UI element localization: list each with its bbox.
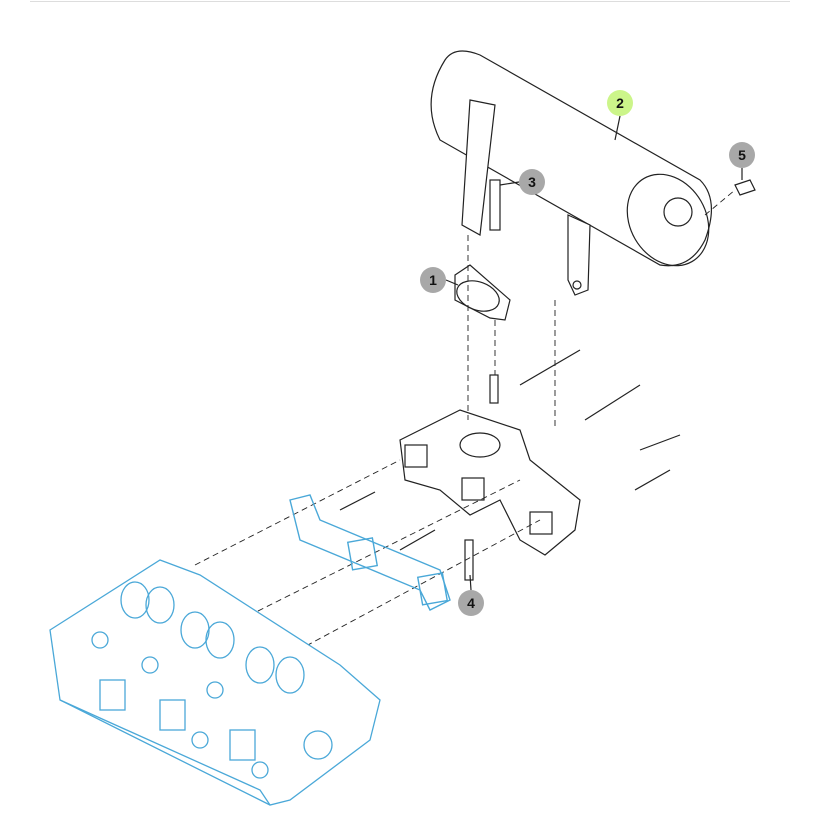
manifold-gasket[interactable] <box>289 494 451 611</box>
exhaust-manifold[interactable] <box>399 409 581 556</box>
studs[interactable] <box>339 349 681 581</box>
callout-1[interactable]: 1 <box>420 267 446 293</box>
callout-3[interactable]: 3 <box>519 169 545 195</box>
top-divider <box>30 1 790 2</box>
bolt[interactable] <box>489 179 501 231</box>
callout-4[interactable]: 4 <box>458 590 484 616</box>
muffler[interactable] <box>430 50 725 296</box>
gasket[interactable] <box>453 264 511 321</box>
callout-5[interactable]: 5 <box>729 142 755 168</box>
cylinder-head[interactable] <box>49 559 381 806</box>
callout-2[interactable]: 2 <box>607 90 633 116</box>
bolt[interactable] <box>734 179 756 196</box>
